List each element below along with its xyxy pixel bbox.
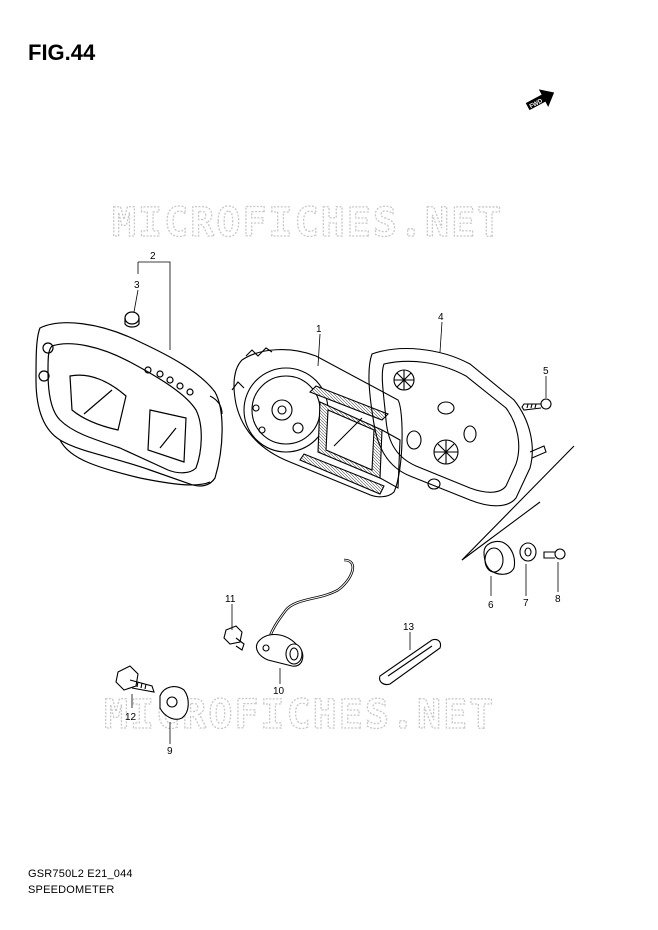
figure-title: FIG.44: [28, 40, 96, 65]
grommet-part: [483, 540, 516, 575]
grommet-group: [461, 445, 575, 575]
speed-sensor-part: [255, 558, 355, 667]
vent-star-upper-icon: [393, 369, 415, 391]
watermark-top: MICROFICHES.NET: [112, 200, 503, 246]
callout-labels: 1 2 3 4 5 6 7 8 9 10 11 12 13: [125, 251, 561, 757]
leader-lines: [131, 261, 559, 744]
lower-case-part: [368, 347, 547, 507]
washer-part: [519, 542, 537, 562]
callout-1: 1: [316, 324, 322, 335]
callout-3: 3: [134, 280, 140, 291]
cap-part: [124, 311, 140, 328]
screw-part: [521, 398, 552, 411]
diagram-name: SPEEDOMETER: [28, 884, 115, 896]
callout-8: 8: [555, 594, 561, 605]
callout-13: 13: [403, 622, 415, 633]
fwd-arrow-icon: FWD: [525, 89, 555, 111]
callout-9: 9: [167, 746, 173, 757]
vent-star-lower-icon: [433, 439, 459, 465]
callout-2: 2: [150, 251, 156, 262]
callout-10: 10: [273, 686, 285, 697]
sensor-rotor-part: [159, 686, 189, 720]
diagram-code: GSR750L2 E21_044: [28, 868, 133, 880]
callout-4: 4: [438, 312, 444, 323]
callout-5: 5: [543, 366, 549, 377]
meter-cover-part: [35, 322, 223, 487]
callout-7: 7: [523, 598, 529, 609]
bolt-part-8: [543, 548, 566, 560]
clamp-part: [379, 638, 442, 686]
bolt-part-11: [223, 625, 245, 651]
callout-11: 11: [225, 594, 236, 605]
bolt-part-12: [115, 665, 155, 693]
meter-assembly-part: [231, 347, 403, 498]
callout-6: 6: [488, 600, 494, 611]
callout-12: 12: [125, 712, 137, 723]
